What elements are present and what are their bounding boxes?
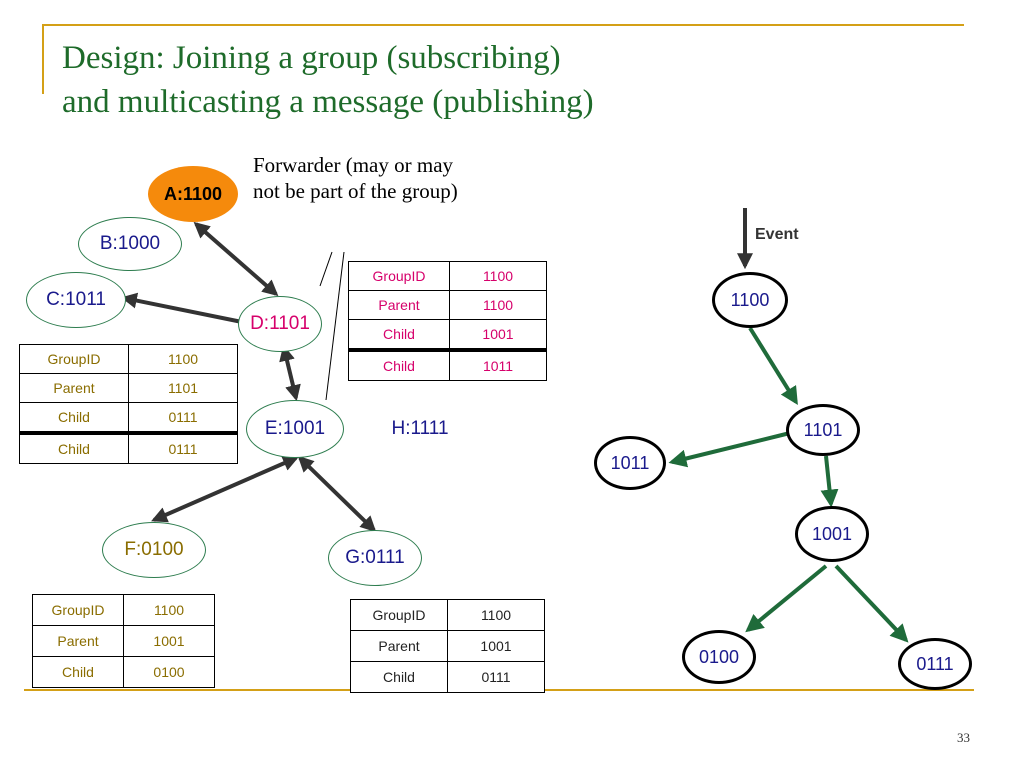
table-cell: Parent <box>32 625 124 657</box>
tree-edge-1100-1101 <box>748 326 798 406</box>
table-cell: 1001 <box>123 625 215 657</box>
link-e-f <box>151 455 299 523</box>
node-d: D:1101 <box>238 296 322 352</box>
link-a-d <box>193 221 279 297</box>
tree-edge-1101-1001 <box>820 455 839 508</box>
tree-node-1011: 1011 <box>594 436 666 490</box>
table-cell: Parent <box>348 290 450 320</box>
table-cell: Child <box>350 661 448 693</box>
forwarder-note: Forwarder (may or may not be part of the… <box>253 153 458 203</box>
link-d-e <box>279 344 301 402</box>
table-cell: GroupID <box>348 261 450 291</box>
table-cell: Child <box>348 319 450 351</box>
title-top-rule <box>42 24 964 26</box>
event-label: Event <box>755 226 799 243</box>
tree-edge-1101-1011 <box>668 431 791 468</box>
node-b: B:1000 <box>78 217 182 271</box>
title-left-rule <box>42 24 44 94</box>
node-h: H:1111 <box>391 418 449 439</box>
link-e-g <box>297 455 377 533</box>
tree-node-1100: 1100 <box>712 272 788 328</box>
table-cell: 1100 <box>447 599 545 631</box>
note-pointer-1 <box>319 251 333 287</box>
note-pointer-2 <box>325 251 345 401</box>
table-cell: Child <box>19 431 129 464</box>
table-cell: 0111 <box>128 402 238 434</box>
tree-node-0111: 0111 <box>898 638 972 690</box>
table-cell: Parent <box>350 630 448 662</box>
table-cell: 1100 <box>128 344 238 374</box>
table-cell: 1100 <box>449 261 547 291</box>
node-f: F:0100 <box>102 522 206 578</box>
node-g: G:0111 <box>328 530 422 586</box>
slide-title: Design: Joining a group (subscribing) an… <box>62 36 594 124</box>
table-cell: Child <box>348 348 450 381</box>
tree-edge-1001-0111 <box>834 564 909 643</box>
node-c: C:1011 <box>26 272 126 328</box>
tree-node-0100: 0100 <box>682 630 756 684</box>
table-cell: Child <box>32 656 124 688</box>
slide-title-line-1: Design: Joining a group (subscribing) <box>62 40 561 76</box>
node-e: E:1001 <box>246 400 344 458</box>
tree-edge-1001-0100 <box>745 564 828 633</box>
tree-node-1001: 1001 <box>795 506 869 562</box>
tree-node-1101: 1101 <box>786 404 860 456</box>
table-cell: GroupID <box>350 599 448 631</box>
table-cell: Parent <box>19 373 129 403</box>
table-cell: 0111 <box>128 431 238 464</box>
table-cell: 1001 <box>447 630 545 662</box>
page-number: 33 <box>957 730 970 745</box>
table-cell: 0111 <box>447 661 545 693</box>
node-a: A:1100 <box>148 166 238 222</box>
table-cell: GroupID <box>32 594 124 626</box>
table-cell: GroupID <box>19 344 129 374</box>
link-c-d <box>120 292 243 324</box>
table-cell: 0100 <box>123 656 215 688</box>
table-cell: 1100 <box>449 290 547 320</box>
table-cell: 1100 <box>123 594 215 626</box>
table-cell: 1001 <box>449 319 547 351</box>
table-cell: 1101 <box>128 373 238 403</box>
table-cell: Child <box>19 402 129 434</box>
table-cell: 1011 <box>449 348 547 381</box>
slide-title-line-2: and multicasting a message (publishing) <box>62 84 594 120</box>
